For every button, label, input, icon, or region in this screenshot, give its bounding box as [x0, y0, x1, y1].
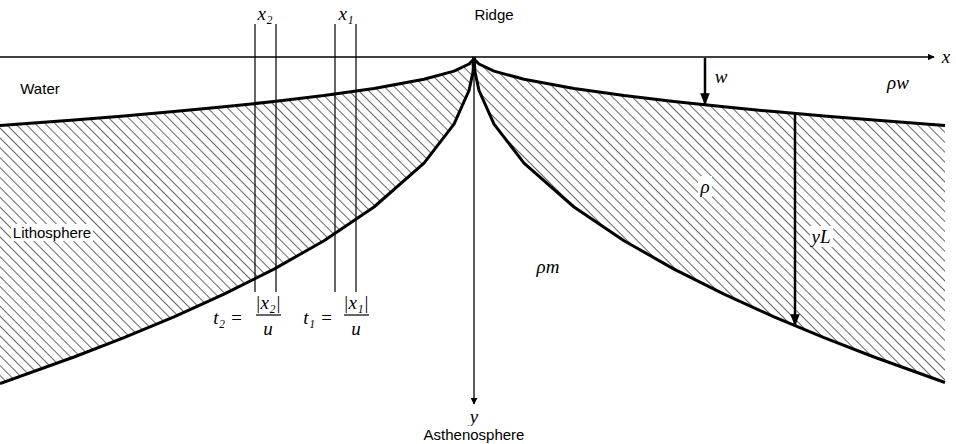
depth-arrow [704, 58, 707, 104]
lithosphere-left [0, 57, 474, 384]
column-line [355, 24, 356, 292]
region-label: Lithosphere [11, 224, 93, 241]
lithosphere-right [474, 57, 945, 383]
region-label-text: Water [18, 80, 61, 97]
thickness-arrow [794, 114, 797, 325]
thickness-label: yL [810, 226, 833, 247]
fraction-numerator: |x₁| [341, 292, 371, 313]
region-label-text: Lithosphere [11, 224, 93, 241]
fraction-denominator: u [349, 318, 363, 339]
age-label: t₁ = [301, 307, 334, 328]
feature-label: Ridge [472, 6, 515, 23]
fraction-denominator-text: u [349, 318, 363, 339]
position-label-text: x₁ [336, 3, 355, 24]
seafloor-left [0, 57, 474, 126]
axis-label-text: x [940, 46, 952, 67]
fraction-bar [344, 314, 369, 315]
region-label-text: Asthenosphere [422, 426, 527, 443]
age-label-text: t₁ = [301, 307, 334, 328]
position-label: x₁ [336, 3, 355, 24]
column-line [334, 24, 335, 292]
density-label: ρm [535, 256, 562, 277]
column-line [254, 24, 255, 292]
depth-label: w [713, 66, 730, 87]
column-line [275, 24, 276, 292]
density-label: ρw [885, 72, 911, 93]
position-label-text: x₂ [255, 3, 274, 24]
density-label-text: ρw [885, 72, 911, 93]
fraction-denominator: u [261, 318, 275, 339]
density-label-text: ρm [535, 256, 562, 277]
age-label: t₂ = [211, 307, 244, 328]
fraction-numerator-text: |x₁| [341, 292, 371, 313]
position-label: x₂ [255, 3, 274, 24]
seafloor-right [474, 57, 945, 125]
lithosphere-base-left [0, 57, 474, 384]
region-label: Asthenosphere [422, 426, 527, 443]
x-axis [0, 56, 934, 57]
lithosphere-base-right [474, 57, 945, 383]
depth-label-text: w [713, 66, 730, 87]
fraction-bar [256, 314, 281, 315]
axis-label: x [940, 46, 952, 67]
density-label-text: ρ [698, 176, 711, 197]
age-label-text: t₂ = [211, 307, 244, 328]
axis-label-text: y [468, 406, 480, 427]
fraction-denominator-text: u [261, 318, 275, 339]
fraction-numerator: |x₂| [253, 292, 283, 313]
density-label: ρ [698, 176, 711, 197]
feature-label-text: Ridge [472, 6, 515, 23]
thickness-label-text: yL [810, 226, 833, 247]
fraction-numerator-text: |x₂| [253, 292, 283, 313]
region-label: Water [18, 80, 61, 97]
axis-label: y [468, 406, 480, 427]
y-axis [473, 57, 474, 404]
